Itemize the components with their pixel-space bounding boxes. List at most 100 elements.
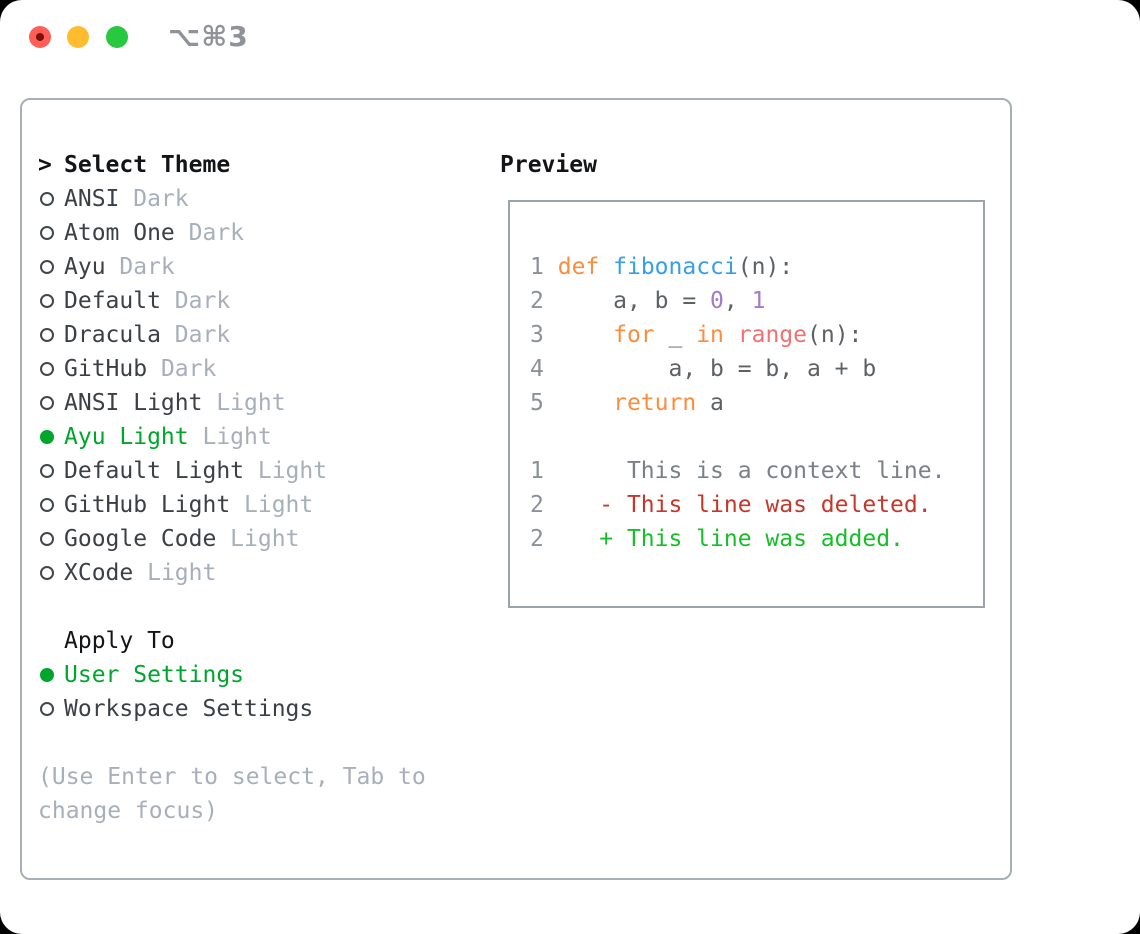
radio-marker [38,362,64,376]
theme-item[interactable]: GitHub Dark [38,352,426,386]
code-token [544,322,613,348]
theme-name: Ayu Light [64,424,189,450]
radio-marker [38,532,64,546]
theme-name: GitHub Light [64,492,231,518]
radio-selected-icon [40,430,54,444]
code-token: _ [654,322,697,348]
code-token: a, b = b, a + b [543,356,877,382]
theme-name: Dracula [64,322,161,348]
line-number: 2 [530,288,544,314]
theme-name: ANSI [64,186,120,212]
theme-variant: Dark [174,220,245,246]
code-token [544,526,599,552]
theme-name: Google Code [64,526,217,552]
code-line: 5 return a [530,386,945,420]
code-token [544,492,599,518]
theme-list-title: Select Theme [64,152,231,178]
radio-icon [40,362,54,376]
radio-marker [38,226,64,240]
radio-marker [38,294,64,308]
theme-item[interactable]: Ayu Light Light [38,420,426,454]
code-token [544,390,613,416]
theme-name: GitHub [64,356,148,382]
radio-icon [40,566,54,580]
line-number: 4 [530,356,544,382]
radio-icon [40,396,54,410]
code-token: (n): [737,254,794,280]
theme-item[interactable]: Default Dark [38,284,426,318]
apply-to-header: Apply To [38,624,426,658]
radio-marker [38,498,64,512]
theme-item[interactable]: ANSI Light Light [38,386,426,420]
theme-item[interactable]: Atom One Dark [38,216,426,250]
theme-item[interactable]: Dracula Dark [38,318,426,352]
radio-marker [38,668,64,682]
code-token: in [696,322,724,348]
close-button-icon[interactable] [29,26,51,48]
code-token: for [613,322,655,348]
code-token [544,254,558,280]
line-number: 2 [530,526,544,552]
theme-variant: Light [216,526,300,552]
code-blank-line [530,420,945,454]
theme-variant: Light [188,424,272,450]
radio-icon [40,226,54,240]
radio-marker [38,260,64,274]
code-line: 1 def fibonacci(n): [530,250,945,284]
radio-selected-icon [40,668,54,682]
radio-marker [38,430,64,444]
apply-option[interactable]: Workspace Settings [38,692,426,726]
radio-icon [40,192,54,206]
code-token [724,322,738,348]
line-number: 2 [530,492,544,518]
radio-icon [40,702,54,716]
theme-variant: Dark [105,254,175,280]
theme-name: XCode [64,560,134,586]
theme-variant: Dark [160,322,231,348]
code-token: , [723,288,752,314]
radio-marker [38,702,64,716]
diff-line: 2 - This line was deleted. [530,488,945,522]
theme-name: Default Light [64,458,245,484]
line-number: 1 [530,254,544,280]
line-number: 1 [530,458,544,484]
spacer [38,590,426,624]
code-token: range [737,322,808,348]
theme-item[interactable]: GitHub Light Light [38,488,426,522]
apply-to-title: Apply To [64,628,175,654]
theme-item[interactable]: ANSI Dark [38,182,426,216]
apply-option[interactable]: User Settings [38,658,426,692]
theme-variant: Dark [147,356,217,382]
code-token: fibonacci [613,254,738,280]
theme-item[interactable]: XCode Light [38,556,426,590]
radio-marker [38,396,64,410]
apply-option-label: Workspace Settings [64,696,314,722]
radio-marker [38,192,64,206]
minimize-button-icon[interactable] [67,26,89,48]
radio-marker [38,566,64,580]
zoom-button-icon[interactable] [106,26,128,48]
code-line: 3 for _ in range(n): [530,318,945,352]
preview-title: Preview [500,152,597,178]
code-line: 2 a, b = 0, 1 [530,284,945,318]
theme-variant: Dark [119,186,189,212]
theme-list-header: >Select Theme [38,148,426,182]
radio-icon [40,328,54,342]
theme-item[interactable]: Google Code Light [38,522,426,556]
theme-item[interactable]: Default Light Light [38,454,426,488]
code-token [599,254,613,280]
code-token: a [696,390,724,416]
radio-icon [40,532,54,546]
window-shortcut-label: ⌥⌘3 [168,20,249,53]
theme-item[interactable]: Ayu Dark [38,250,426,284]
code-line: 4 a, b = b, a + b [530,352,945,386]
code-token: 1 [751,288,766,314]
theme-variant: Light [133,560,217,586]
radio-icon [40,294,54,308]
radio-marker [38,328,64,342]
